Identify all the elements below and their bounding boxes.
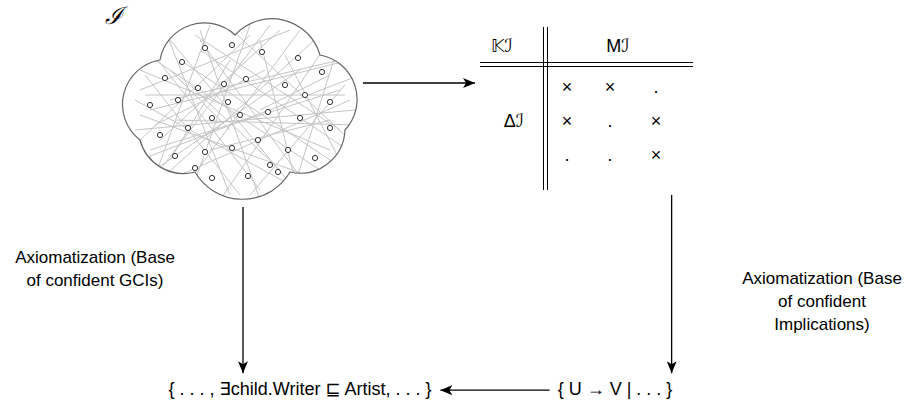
individual-dot (209, 175, 214, 180)
connector-arrow (671, 195, 672, 373)
individual-dot (195, 85, 200, 90)
drawn-line (210, 120, 330, 150)
individual-dot (265, 109, 270, 114)
individual-dot (275, 169, 280, 174)
individual-dot (255, 137, 260, 142)
drawn-line (200, 40, 310, 190)
table-cell: . (607, 111, 612, 133)
interpretation-name: ℐ (105, 3, 123, 29)
connector-arrow (242, 207, 243, 373)
drawn-line (140, 75, 360, 160)
connector-arrow (363, 82, 475, 83)
interpretation-graph: ℐ (128, 22, 360, 204)
individual-dot (162, 75, 167, 80)
gci-set: { . . . , ∃child.Writer ⊑ Artist, . . . … (163, 376, 437, 404)
individual-dot (243, 76, 248, 81)
drawn-line (135, 100, 300, 190)
drawn-line (155, 60, 320, 170)
table-cell: . (564, 145, 569, 167)
relation-lines (135, 25, 360, 200)
individual-dot (147, 102, 152, 107)
individual-dot (237, 112, 242, 117)
table-header: Δℐ (504, 111, 524, 133)
drawn-line (155, 70, 265, 125)
individual-dot (259, 49, 264, 54)
individual-dot (285, 147, 290, 152)
table-cell: × (605, 77, 616, 99)
table-cell: . (607, 145, 612, 167)
table-cell: × (651, 111, 662, 133)
individual-dot (302, 92, 307, 97)
connector-arrow (440, 390, 549, 391)
drawn-line (260, 40, 300, 200)
individual-dot (172, 153, 177, 158)
table-cell: × (562, 111, 573, 133)
table-cell: . (653, 77, 658, 99)
drawn-line (160, 35, 320, 180)
individual-dot (297, 115, 302, 120)
drawn-line (180, 60, 345, 170)
drawn-line (135, 35, 250, 145)
drawn-line (165, 30, 230, 195)
drawn-line (250, 85, 345, 195)
drawn-line (190, 85, 280, 170)
drawn-line (480, 62, 693, 63)
drawn-line (547, 27, 548, 190)
implication-base: { U → V | . . . } (553, 376, 678, 404)
table-header: 𝕂ℐ (491, 36, 513, 58)
individual-dot (327, 99, 332, 104)
table-cell: × (562, 77, 573, 99)
drawn-line (170, 60, 230, 160)
individual-dot (229, 145, 234, 150)
individual-dot (157, 132, 162, 137)
individual-dot (221, 81, 226, 86)
individual-dot (267, 162, 272, 167)
drawn-line (190, 30, 300, 180)
drawn-line (290, 40, 340, 200)
drawn-line (170, 70, 230, 130)
table-header: Mℐ (606, 36, 629, 58)
table-cell: × (651, 145, 662, 167)
formal-context-table: 𝕂ℐ Mℐ Δℐ × ×. ×. ×.. × (478, 22, 696, 192)
individual-dot (175, 97, 180, 102)
individual-dot (202, 149, 207, 154)
gci-base: { . . . , ∃child.Writer ⊑ Artist, . . . … (163, 376, 437, 404)
drawn-line (480, 66, 693, 67)
drawn-line (150, 50, 260, 190)
drawn-line (170, 40, 300, 195)
individual-dot (282, 82, 287, 87)
individual-dot (319, 69, 324, 74)
drawn-line (260, 75, 330, 110)
individual-dot (209, 115, 214, 120)
edge-label: Axiomatization (Base of confident Implic… (742, 267, 902, 336)
implication-set: { U → V | . . . } (553, 376, 678, 404)
individual-dot (295, 55, 300, 60)
individual-dot (245, 173, 250, 178)
cloud-outline (122, 19, 357, 200)
individual-dot (185, 125, 190, 130)
drawn-line (140, 70, 300, 180)
edge-label: Axiomatization (Base of confident GCIs) (15, 246, 175, 292)
individual-dot (192, 165, 197, 170)
drawn-line (180, 100, 350, 175)
individual-dot (225, 99, 230, 104)
individual-dot (179, 59, 184, 64)
drawn-line (543, 27, 544, 190)
individual-dot (327, 125, 332, 130)
individual-dots (147, 42, 332, 180)
drawn-line (145, 95, 345, 96)
individual-dot (202, 45, 207, 50)
table-rules (480, 27, 693, 190)
individual-dot (229, 42, 234, 47)
individual-dot (312, 155, 317, 160)
